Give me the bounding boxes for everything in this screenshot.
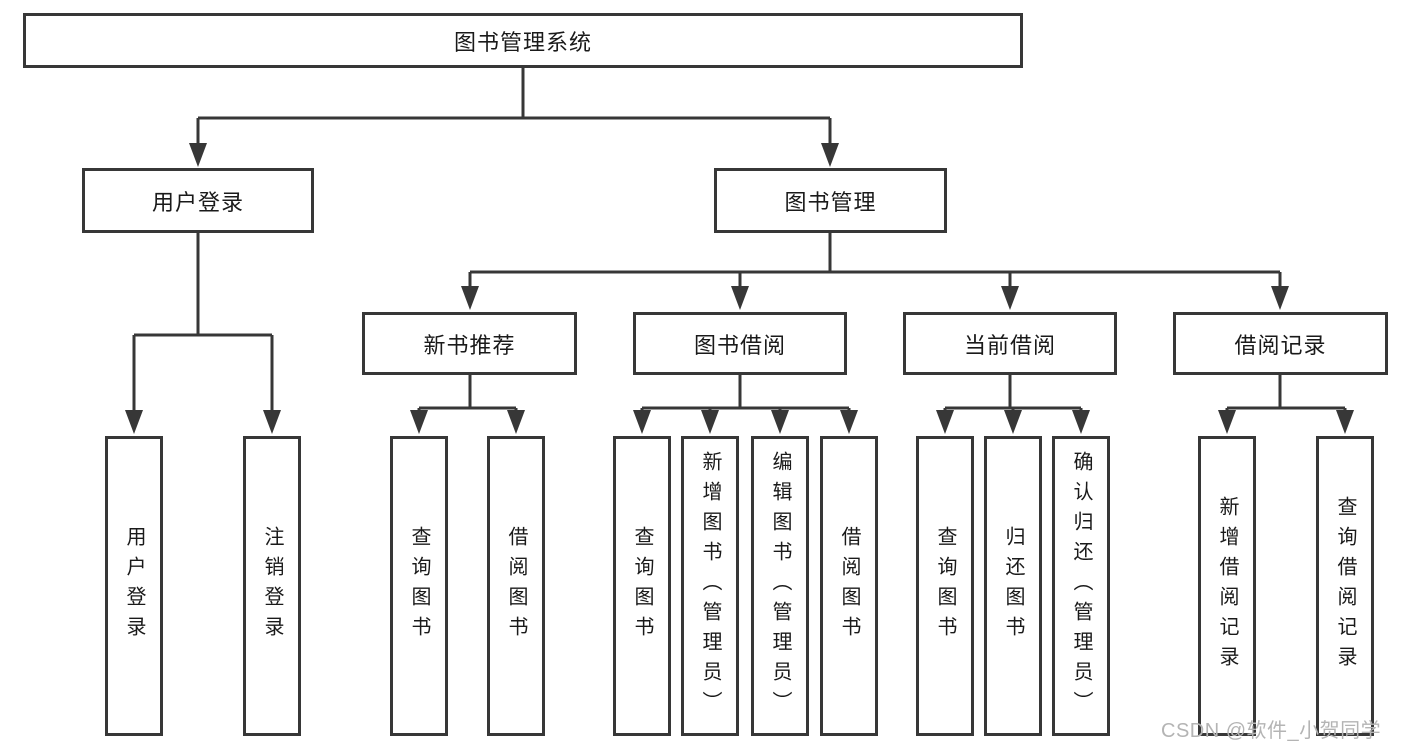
- leaf-add-books-admin-label: 新增图书（管理员）: [699, 451, 721, 721]
- leaf-query-books-borrowing: 查询图书: [613, 436, 671, 736]
- arrowhead: [701, 410, 719, 434]
- leaf-user-login-label: 用户登录: [123, 526, 145, 646]
- node-user-login: 用户登录: [82, 168, 314, 233]
- node-current-borrowing: 当前借阅: [903, 312, 1117, 375]
- arrowhead: [1336, 410, 1354, 434]
- node-book-management-label: 图书管理: [784, 189, 877, 215]
- arrowhead: [731, 286, 749, 310]
- arrowhead: [1001, 286, 1019, 310]
- leaf-borrow-books-recommend: 借阅图书: [487, 436, 545, 736]
- arrowhead: [633, 410, 651, 434]
- node-book-borrowing-label: 图书借阅: [693, 332, 786, 358]
- node-user-login-label: 用户登录: [151, 189, 244, 215]
- arrowhead: [771, 410, 789, 434]
- arrowhead: [507, 410, 525, 434]
- node-root: 图书管理系统: [23, 13, 1023, 68]
- arrowhead: [1004, 410, 1022, 434]
- node-borrow-records-label: 借阅记录: [1234, 332, 1327, 358]
- arrowhead: [840, 410, 858, 434]
- leaf-query-books-borrowing-label: 查询图书: [631, 526, 653, 646]
- leaf-confirm-return-admin-label: 确认归还（管理员）: [1070, 451, 1092, 721]
- leaf-add-borrow-record: 新增借阅记录: [1198, 436, 1256, 736]
- leaf-borrow-books-borrowing-label: 借阅图书: [838, 526, 860, 646]
- arrowhead: [936, 410, 954, 434]
- node-new-book-recommend: 新书推荐: [362, 312, 577, 375]
- leaf-edit-books-admin-label: 编辑图书（管理员）: [769, 451, 791, 721]
- leaf-query-borrow-record-label: 查询借阅记录: [1334, 496, 1356, 676]
- arrowhead: [410, 410, 428, 434]
- leaf-logout: 注销登录: [243, 436, 301, 736]
- watermark: CSDN @软件_小贺同学: [1161, 720, 1382, 742]
- leaf-return-books-label: 归还图书: [1002, 526, 1024, 646]
- arrowhead: [125, 410, 143, 434]
- leaf-query-books-recommend: 查询图书: [390, 436, 448, 736]
- leaf-user-login: 用户登录: [105, 436, 163, 736]
- arrowhead: [189, 143, 207, 167]
- node-root-label: 图书管理系统: [453, 29, 592, 55]
- leaf-add-borrow-record-label: 新增借阅记录: [1216, 496, 1238, 676]
- arrowheads: [125, 143, 1354, 434]
- leaf-query-books-current-label: 查询图书: [934, 526, 956, 646]
- leaf-confirm-return-admin: 确认归还（管理员）: [1052, 436, 1110, 736]
- leaf-return-books: 归还图书: [984, 436, 1042, 736]
- node-new-book-recommend-label: 新书推荐: [423, 332, 516, 358]
- leaf-borrow-books-recommend-label: 借阅图书: [505, 526, 527, 646]
- arrowhead: [821, 143, 839, 167]
- leaf-add-books-admin: 新增图书（管理员）: [681, 436, 739, 736]
- leaf-logout-label: 注销登录: [261, 526, 283, 646]
- node-borrow-records: 借阅记录: [1173, 312, 1388, 375]
- leaf-edit-books-admin: 编辑图书（管理员）: [751, 436, 809, 736]
- arrowhead: [263, 410, 281, 434]
- arrowhead: [1218, 410, 1236, 434]
- node-book-management: 图书管理: [714, 168, 947, 233]
- leaf-query-borrow-record: 查询借阅记录: [1316, 436, 1374, 736]
- arrowhead: [1072, 410, 1090, 434]
- leaf-borrow-books-borrowing: 借阅图书: [820, 436, 878, 736]
- node-book-borrowing: 图书借阅: [633, 312, 847, 375]
- leaf-query-books-recommend-label: 查询图书: [408, 526, 430, 646]
- leaf-query-books-current: 查询图书: [916, 436, 974, 736]
- arrowhead: [461, 286, 479, 310]
- arrowhead: [1271, 286, 1289, 310]
- node-current-borrowing-label: 当前借阅: [963, 332, 1056, 358]
